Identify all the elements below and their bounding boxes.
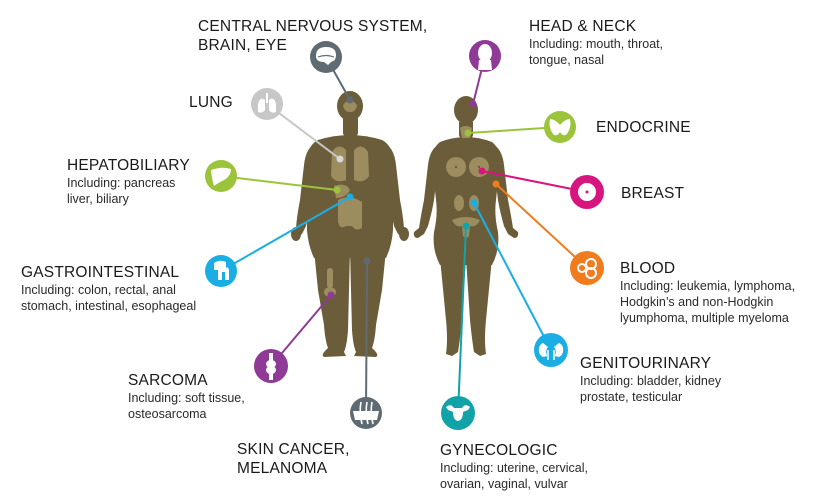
hepatobiliary-sub-2: liver, biliary <box>67 192 129 206</box>
gynecologic-sub-2: ovarian, vaginal, vulvar <box>440 477 568 491</box>
liver-icon <box>205 160 237 192</box>
skin-title-line1: SKIN CANCER, <box>237 441 350 458</box>
label-gynecologic: GYNECOLOGIC Including: uterine, cervical… <box>440 441 588 492</box>
sarcoma-sub-1: Including: soft tissue, <box>128 391 245 405</box>
label-genitourinary: GENITOURINARY Including: bladder, kidney… <box>580 354 721 405</box>
head-neck-title: HEAD & NECK <box>529 18 637 35</box>
label-endocrine: ENDOCRINE <box>596 118 691 137</box>
blood-sub-1: Including: leukemia, lymphoma, <box>620 279 796 293</box>
lungs-icon <box>251 88 283 120</box>
label-lung: LUNG <box>189 93 233 112</box>
blood-cells-icon <box>570 251 604 285</box>
hepatobiliary-title: HEPATOBILIARY <box>67 157 190 174</box>
label-hepatobiliary: HEPATOBILIARY Including: pancreas liver,… <box>67 156 190 207</box>
label-blood: BLOOD Including: leukemia, lymphoma, Hod… <box>620 259 795 326</box>
uterus-icon <box>441 396 475 430</box>
lung-left-organ <box>331 146 346 182</box>
gastrointestinal-sub-2: stomach, intestinal, esophageal <box>21 299 197 313</box>
breast-icon <box>570 175 604 209</box>
label-head-neck: HEAD & NECK Including: mouth, throat, to… <box>529 17 663 68</box>
label-skin: SKIN CANCER, MELANOMA <box>237 440 350 478</box>
cns-title-line1: CENTRAL NERVOUS SYSTEM, <box>198 18 428 35</box>
kidneys-icon <box>534 333 568 367</box>
head-neck-sub-1: Including: mouth, throat, <box>529 37 664 51</box>
genitourinary-title: GENITOURINARY <box>580 355 712 372</box>
label-gastrointestinal: GASTROINTESTINAL Including: colon, recta… <box>21 263 196 314</box>
gynecologic-sub-1: Including: uterine, cervical, <box>440 461 588 475</box>
head-icon <box>469 40 501 72</box>
connector-dots <box>327 96 500 299</box>
femur-bone <box>327 268 333 288</box>
sarcoma-title: SARCOMA <box>128 372 208 389</box>
lung-title: LUNG <box>189 94 233 111</box>
blood-sub-2: Hodgkin’s and non-Hodgkin <box>620 295 774 309</box>
breast-title: BREAST <box>621 185 685 202</box>
kidney-left-organ <box>454 195 464 211</box>
connector-lines <box>220 55 588 414</box>
label-sarcoma: SARCOMA Including: soft tissue, osteosar… <box>128 371 245 422</box>
blood-title: BLOOD <box>620 260 676 277</box>
gastrointestinal-sub-1: Including: colon, rectal, anal <box>21 283 176 297</box>
sarcoma-sub-2: osteosarcoma <box>128 407 207 421</box>
bone-joint-icon <box>254 349 288 383</box>
blood-sub-3: lyumphoma, multiple myeloma <box>620 311 789 325</box>
brain-organ <box>343 100 357 112</box>
label-breast: BREAST <box>621 184 684 203</box>
brain-icon <box>310 41 342 73</box>
lung-right-organ <box>354 146 369 182</box>
endocrine-title: ENDOCRINE <box>596 119 691 136</box>
intestine-organ <box>338 197 362 230</box>
head-neck-sub-2: tongue, nasal <box>529 53 605 67</box>
label-cns: CENTRAL NERVOUS SYSTEM, BRAIN, EYE <box>198 17 427 55</box>
genitourinary-sub-1: Including: bladder, kidney <box>580 374 722 388</box>
intestine-icon <box>205 255 237 287</box>
gynecologic-title: GYNECOLOGIC <box>440 442 558 459</box>
skin-hair-icon <box>350 397 382 429</box>
hepatobiliary-sub-1: Including: pancreas <box>67 176 176 190</box>
genitourinary-sub-2: prostate, testicular <box>580 390 683 404</box>
skin-title-line2: MELANOMA <box>237 460 328 477</box>
thyroid-icon <box>544 111 576 143</box>
cns-title-line2: BRAIN, EYE <box>198 37 287 54</box>
gastrointestinal-title: GASTROINTESTINAL <box>21 264 180 281</box>
